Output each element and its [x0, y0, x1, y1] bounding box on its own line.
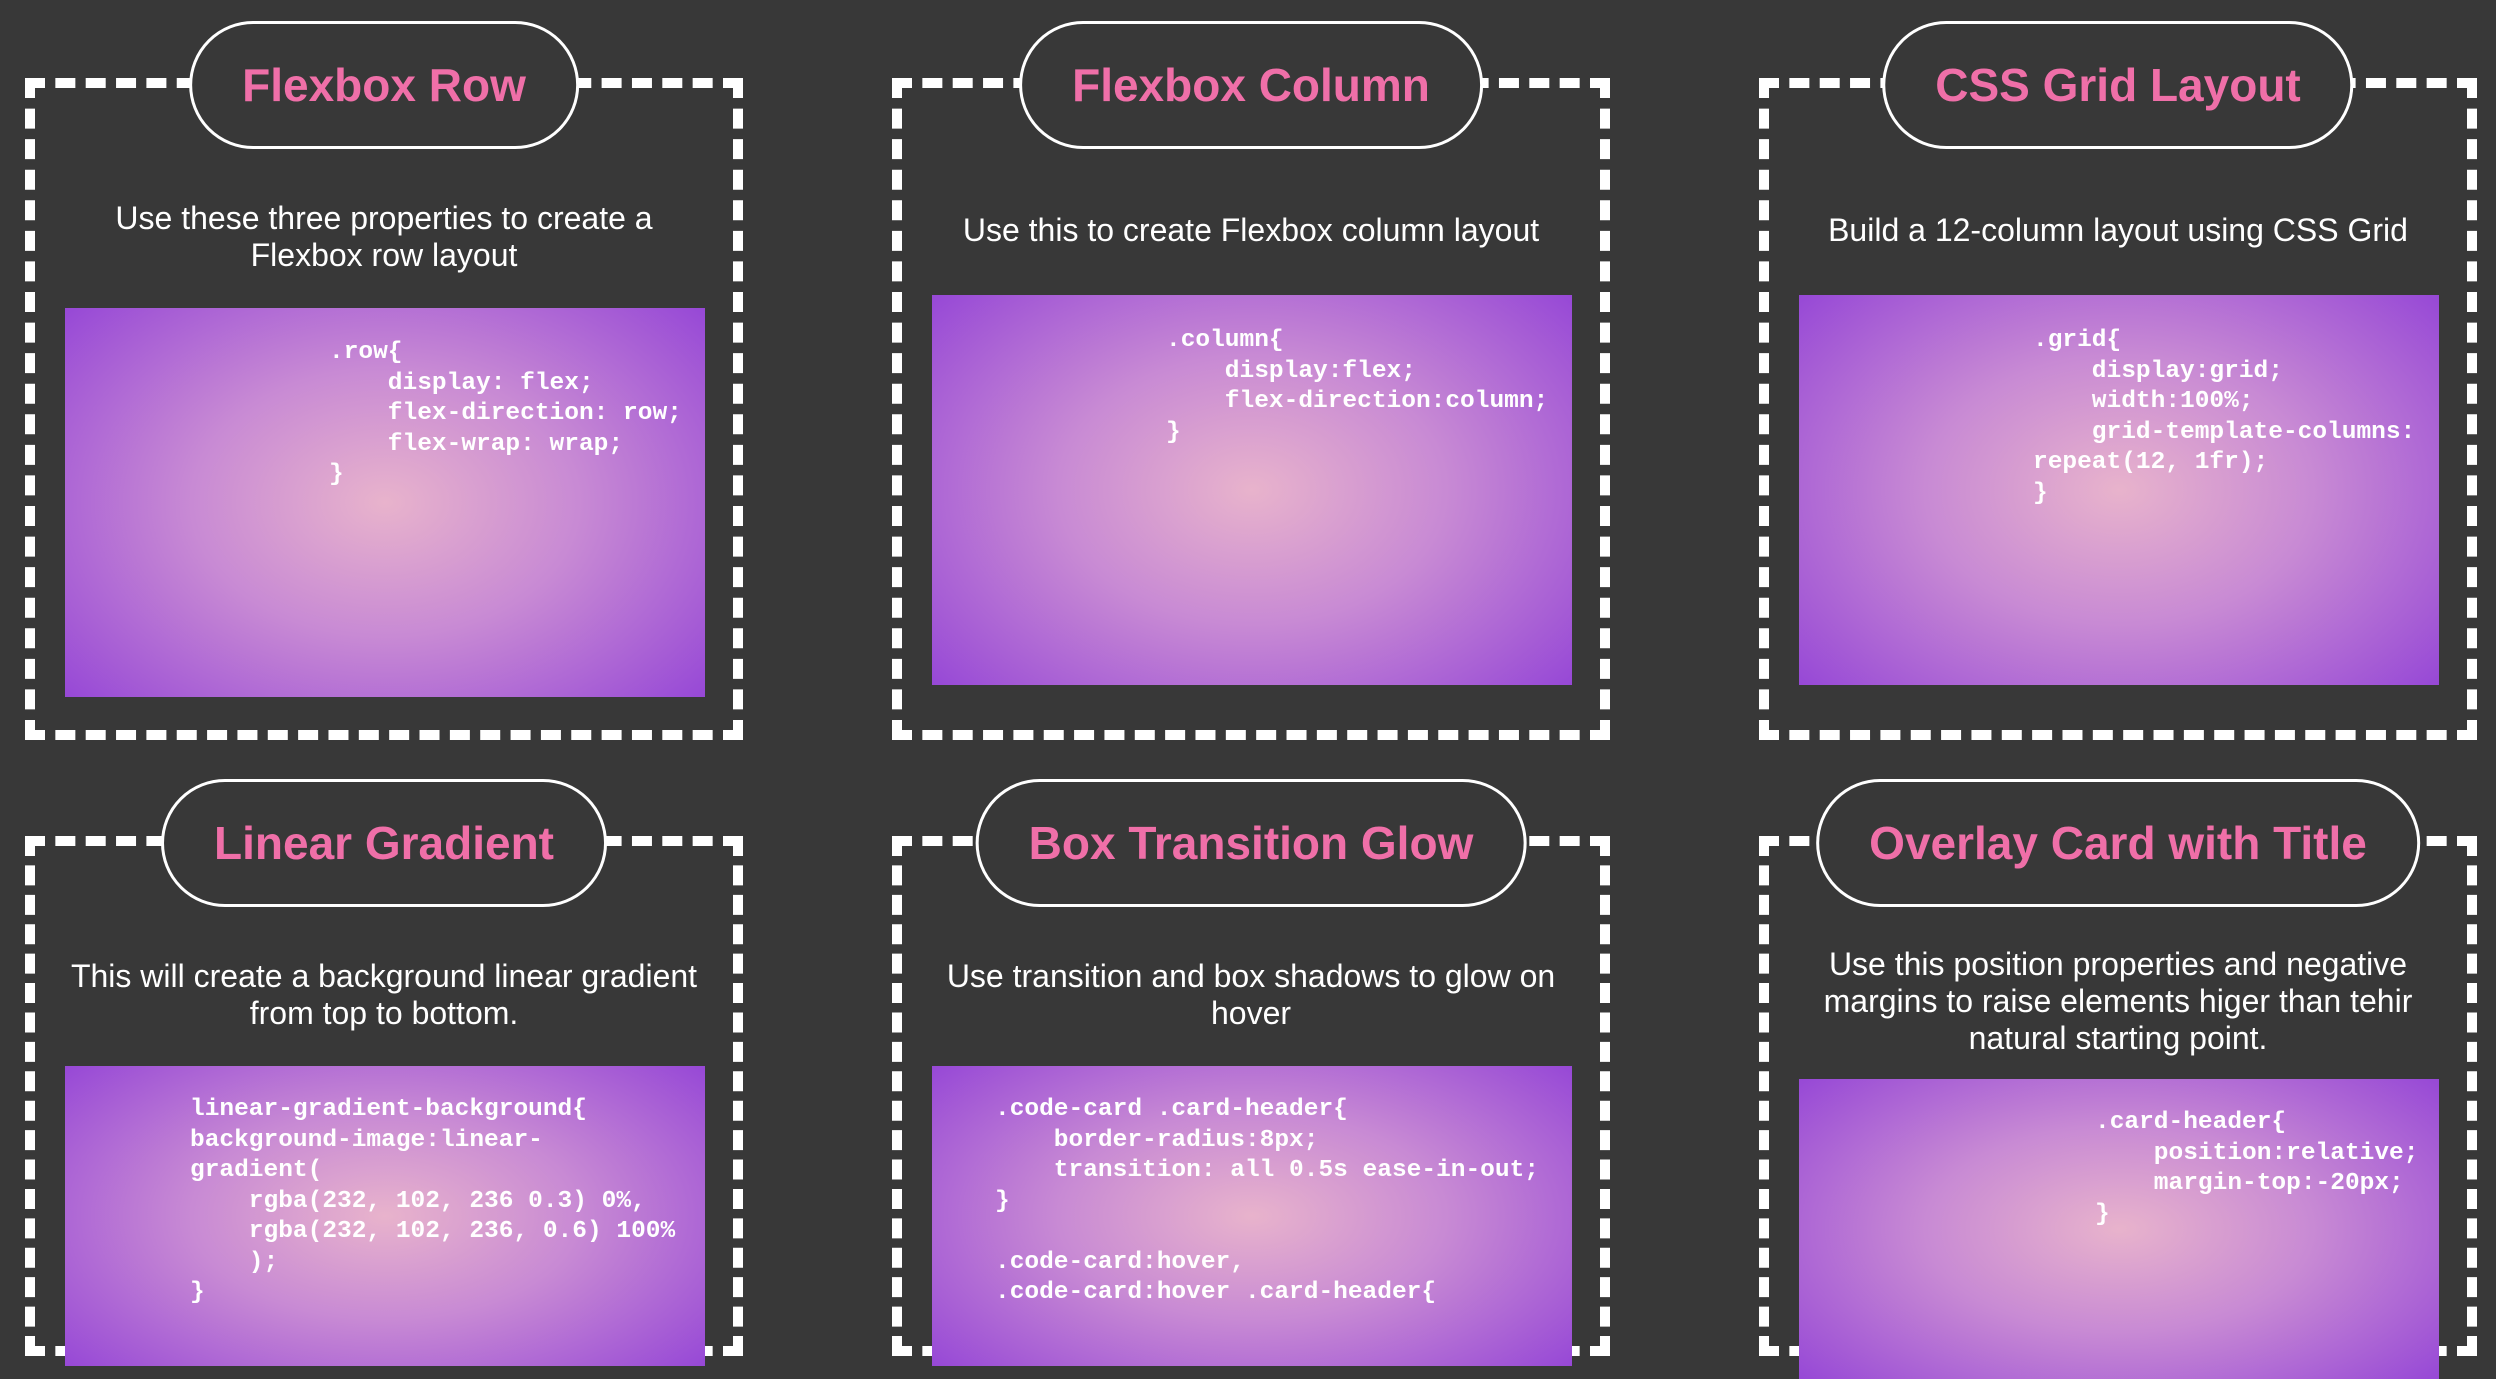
code-card-linear-gradient: Linear Gradient This will create a backg… [25, 779, 743, 1366]
card-description: Use this to create Flexbox column layout [962, 212, 1540, 248]
card-description: Use transition and box shadows to glow o… [946, 958, 1556, 1031]
code-snippet-box: .grid{ display:grid; width:100%; grid-te… [1799, 295, 2439, 685]
code-snippet-box: .card-header{ position:relative; margin-… [1799, 1079, 2439, 1379]
card-title: CSS Grid Layout [1882, 21, 2354, 149]
card-title: Overlay Card with Title [1816, 779, 2420, 907]
card-title: Flexbox Column [1019, 21, 1483, 149]
code-snippet: linear-gradient-background{ background-i… [190, 1096, 676, 1306]
code-card-overlay-title: Overlay Card with Title Use this positio… [1759, 779, 2477, 1379]
card-description: Use this position properties and negativ… [1823, 946, 2413, 1056]
code-snippet: .column{ display:flex; flex-direction:co… [1166, 327, 1549, 446]
card-title: Linear Gradient [161, 779, 607, 907]
code-snippet: .grid{ display:grid; width:100%; grid-te… [2033, 327, 2416, 507]
card-description: Use these three properties to create a F… [115, 200, 653, 273]
code-card-css-grid: CSS Grid Layout Build a 12-column layout… [1759, 21, 2477, 740]
code-card-flexbox-column: Flexbox Column Use this to create Flexbo… [892, 21, 1610, 740]
card-description: This will create a background linear gra… [70, 958, 698, 1031]
code-snippet: .code-card .card-header{ border-radius:8… [995, 1096, 1539, 1306]
code-snippet-box: .row{ display: flex; flex-direction: row… [65, 308, 705, 697]
code-snippet-box: .column{ display:flex; flex-direction:co… [932, 295, 1572, 685]
card-title: Box Transition Glow [975, 779, 1527, 907]
code-card-flexbox-row: Flexbox Row Use these three properties t… [25, 21, 743, 740]
card-title: Flexbox Row [189, 21, 579, 149]
card-description: Build a 12-column layout using CSS Grid [1828, 212, 2408, 248]
code-snippet-box: linear-gradient-background{ background-i… [65, 1066, 705, 1366]
code-card-box-transition-glow: Box Transition Glow Use transition and b… [892, 779, 1610, 1366]
code-snippet-box: .code-card .card-header{ border-radius:8… [932, 1066, 1572, 1366]
code-snippet: .card-header{ position:relative; margin-… [2095, 1109, 2419, 1228]
code-snippet: .row{ display: flex; flex-direction: row… [329, 339, 682, 488]
